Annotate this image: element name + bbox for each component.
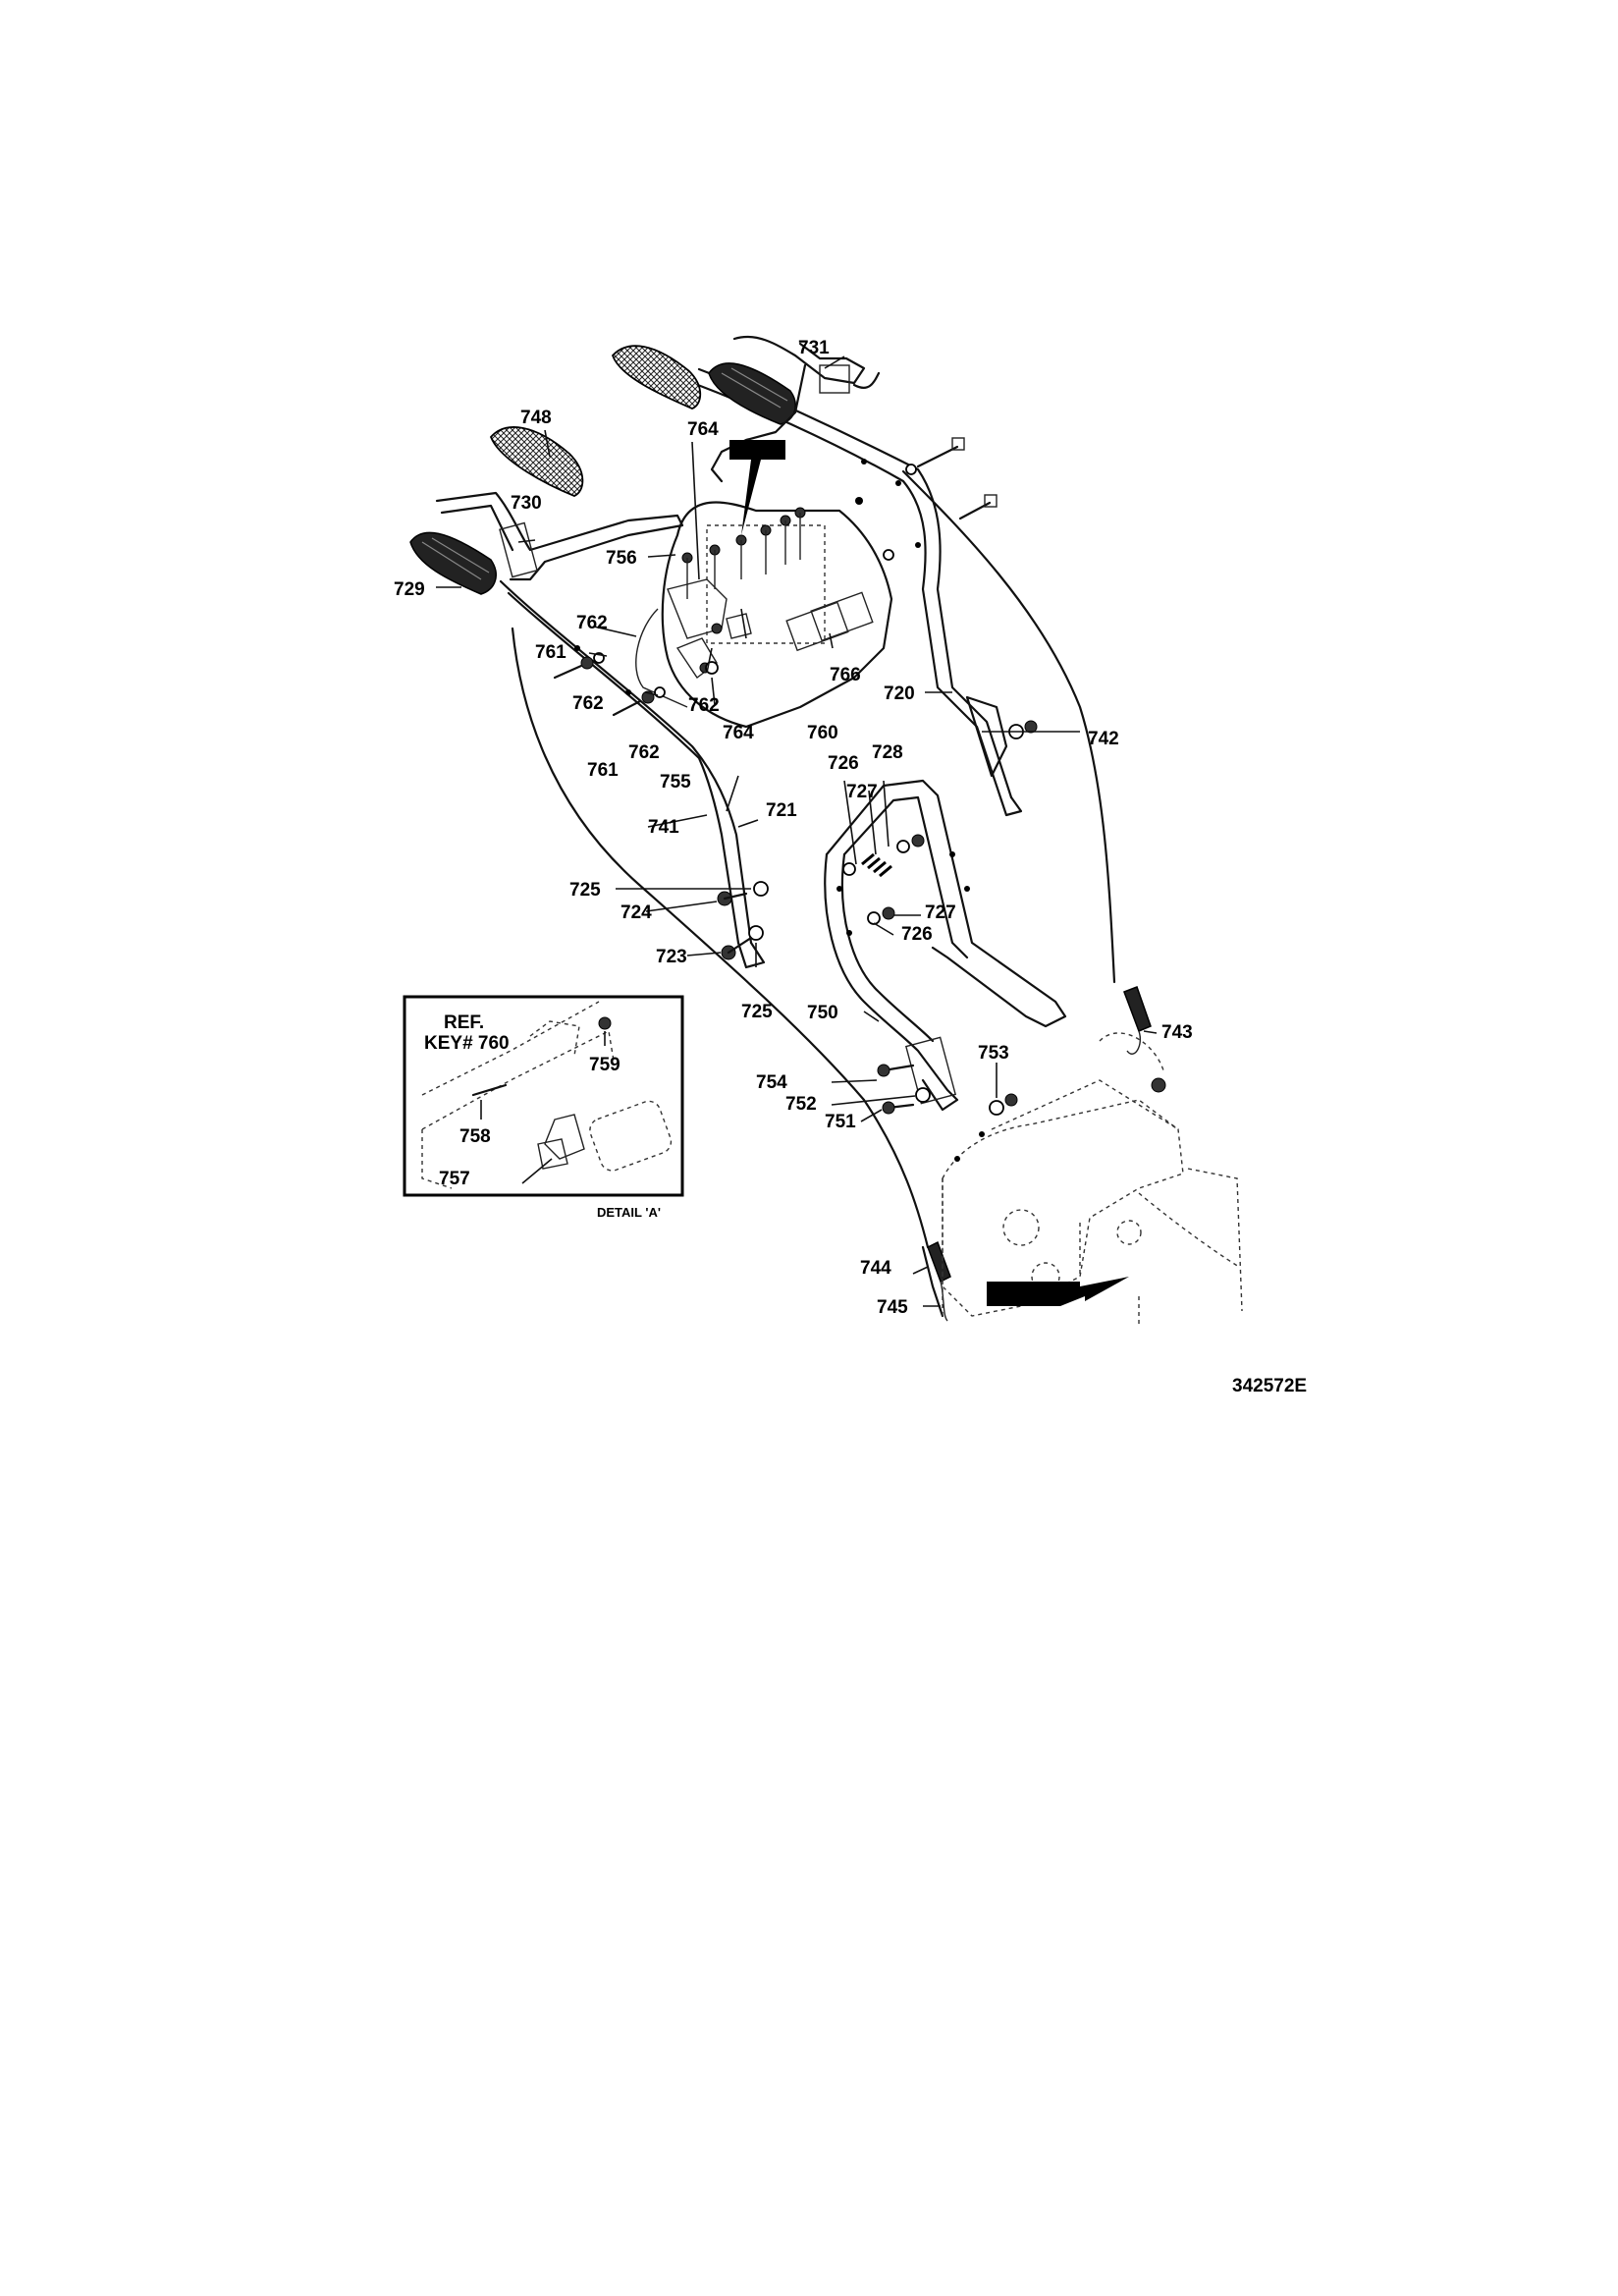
callout-752: 752 [785, 1094, 817, 1115]
callout-728: 728 [872, 742, 903, 763]
callout-744: 744 [860, 1258, 891, 1279]
callout-756: 756 [606, 548, 637, 569]
left-handle-hardware [553, 652, 769, 960]
callout-762-c: 762 [688, 695, 720, 716]
callout-727-bottom: 727 [925, 902, 956, 923]
inset-ref-line2: KEY# 760 [424, 1033, 510, 1054]
callout-754: 754 [756, 1072, 787, 1093]
callout-750: 750 [807, 1003, 838, 1023]
right-mesh-grip [611, 345, 702, 410]
callout-748: 748 [520, 408, 552, 428]
callout-743: 743 [1161, 1022, 1193, 1043]
right-handle-720 [685, 367, 1023, 817]
callout-764-top: 764 [687, 419, 719, 440]
callout-760: 760 [807, 723, 838, 743]
callout-761-a: 761 [535, 642, 566, 663]
callout-762-d: 762 [628, 742, 660, 763]
callout-727-top: 727 [846, 782, 878, 802]
inset-ref-line1: REF. [444, 1012, 484, 1033]
callout-720: 720 [884, 683, 915, 704]
console-panel-760 [635, 497, 893, 729]
detail-a-labels: REF. KEY# 760 759 758 757 DETAIL 'A' [424, 1012, 661, 1220]
detail-a-inset [403, 995, 684, 1197]
mesh-grip-748 [489, 426, 584, 497]
auger-hardware [877, 1064, 1166, 1116]
callout-745: 745 [877, 1297, 908, 1318]
callout-757: 757 [439, 1169, 470, 1189]
callout-725-bottom: 725 [741, 1002, 773, 1022]
callout-725-top: 725 [569, 880, 601, 901]
callout-729: 729 [394, 579, 425, 600]
callout-730: 730 [511, 493, 542, 514]
callout-755: 755 [660, 772, 691, 793]
callout-764-bottom: 764 [723, 723, 754, 743]
callout-723: 723 [656, 947, 687, 967]
callout-762-b: 762 [572, 693, 604, 714]
callout-766: 766 [830, 665, 861, 685]
callout-labels: 731 764 748 730 729 756 762 761 762 762 … [394, 338, 1307, 1396]
callout-742: 742 [1088, 729, 1119, 749]
callout-741: 741 [648, 817, 679, 838]
callout-758: 758 [459, 1126, 491, 1147]
callout-726-bottom: 726 [901, 924, 933, 945]
callout-761-b: 761 [587, 760, 619, 781]
detail-a-pointer [729, 440, 785, 535]
callout-751: 751 [825, 1112, 856, 1132]
callout-726-top: 726 [828, 753, 859, 774]
part-number-label: 342572E [1232, 1376, 1307, 1396]
auger-lever-750 [824, 779, 1067, 1112]
callout-731: 731 [798, 338, 830, 358]
detail-a-caption: DETAIL 'A' [597, 1205, 661, 1220]
section-pointer [987, 1277, 1129, 1306]
callout-724: 724 [620, 902, 652, 923]
callout-721: 721 [766, 800, 797, 821]
left-grip-729 [409, 531, 497, 595]
leader-lines [436, 355, 1158, 1307]
engine-housing [942, 1032, 1243, 1326]
callout-753: 753 [978, 1043, 1009, 1064]
cables [511, 469, 1152, 1322]
callout-759: 759 [589, 1055, 620, 1075]
callout-762-a: 762 [576, 613, 608, 633]
